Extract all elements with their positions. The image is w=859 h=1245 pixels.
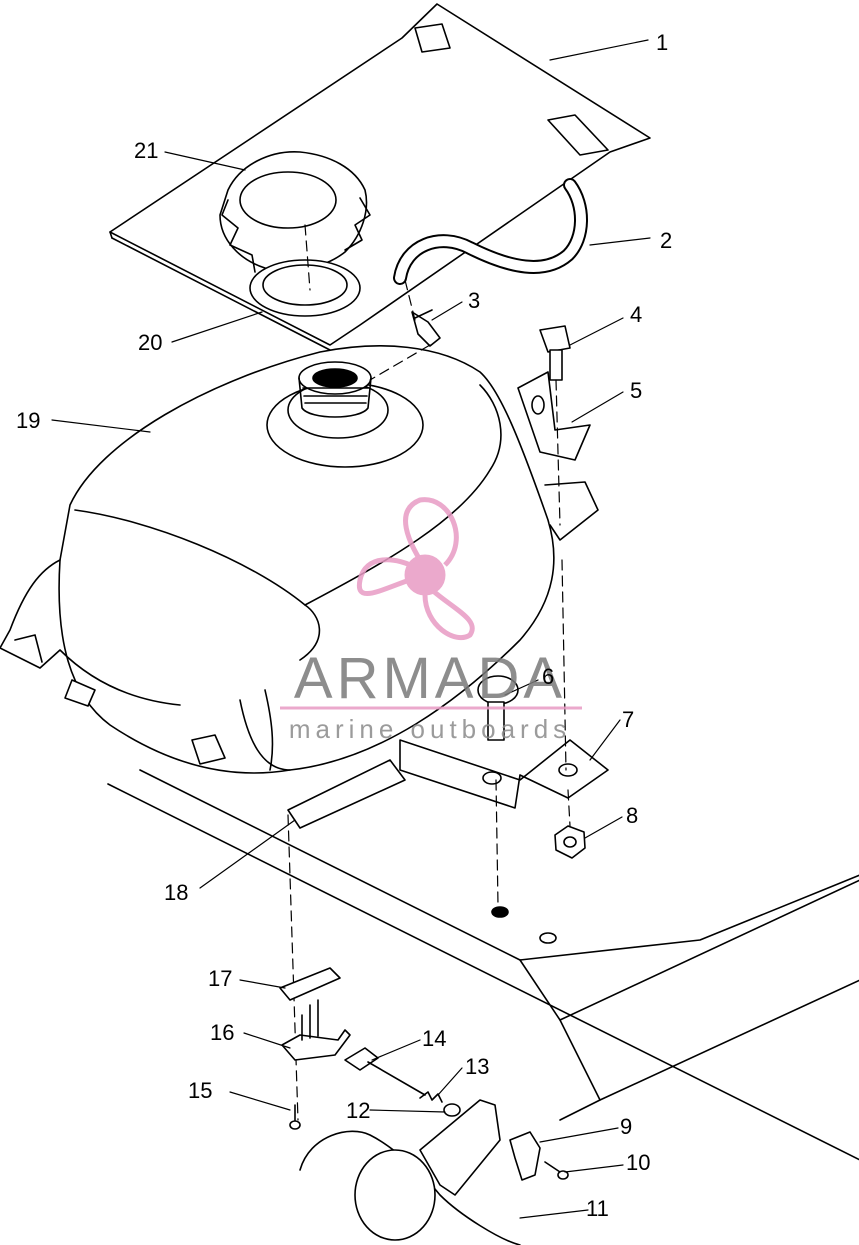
part-13-spring xyxy=(419,1091,443,1103)
callout-8: 8 xyxy=(626,803,638,828)
part-20-gasket xyxy=(249,259,361,317)
callout-4: 4 xyxy=(630,302,642,327)
frame xyxy=(107,769,859,1161)
callout-19: 19 xyxy=(16,408,40,433)
part-11-lever-bracket xyxy=(299,1099,521,1245)
part-3-fitting xyxy=(411,309,441,347)
part-5-bracket xyxy=(517,371,591,461)
part-18-pad xyxy=(287,759,406,829)
propeller-logo-icon xyxy=(356,497,475,641)
assembly-guides xyxy=(287,224,571,1121)
part-19-fuel-tank xyxy=(0,345,555,774)
part-16-valve xyxy=(281,999,351,1061)
callout-9: 9 xyxy=(620,1114,632,1139)
watermark-title: ARMADA xyxy=(294,646,566,711)
part-12-washer xyxy=(443,1103,461,1117)
part-1-shield-pad xyxy=(109,3,651,351)
part-4-bolt xyxy=(539,325,571,381)
part-15-screw xyxy=(289,1104,301,1130)
callout-16: 16 xyxy=(210,1020,234,1045)
callout-13: 13 xyxy=(465,1054,489,1079)
callout-3: 3 xyxy=(468,288,480,313)
callout-18: 18 xyxy=(164,880,188,905)
leader-lines xyxy=(51,39,651,1219)
part-8-nut xyxy=(554,825,586,859)
armada-watermark: ARMADA marine outboards xyxy=(280,497,582,744)
part-7-bracket xyxy=(399,481,609,809)
callout-17: 17 xyxy=(208,966,232,991)
callout-20: 20 xyxy=(138,330,162,355)
watermark-subtitle: marine outboards xyxy=(289,714,571,744)
callout-6: 6 xyxy=(542,664,554,689)
callout-5: 5 xyxy=(630,378,642,403)
callout-21: 21 xyxy=(134,138,158,163)
callout-11: 11 xyxy=(586,1196,609,1221)
part-17-plate xyxy=(279,967,341,1001)
part-2-vent-hose xyxy=(393,178,588,285)
part-9-knob xyxy=(509,1131,541,1181)
callout-15: 15 xyxy=(188,1078,212,1103)
callout-10: 10 xyxy=(626,1150,650,1175)
filler-neck xyxy=(298,361,372,418)
callout-1: 1 xyxy=(656,30,668,55)
part-6-bolt xyxy=(477,675,519,741)
callout-labels: 1 2 3 4 5 6 7 8 9 10 11 12 13 14 15 16 1… xyxy=(16,30,672,1221)
callout-12: 12 xyxy=(346,1098,370,1123)
callout-7: 7 xyxy=(622,707,634,732)
part-10-screw xyxy=(544,1161,569,1180)
callout-14: 14 xyxy=(422,1026,446,1051)
part-21-fuel-cap xyxy=(219,151,371,273)
callout-2: 2 xyxy=(660,228,672,253)
